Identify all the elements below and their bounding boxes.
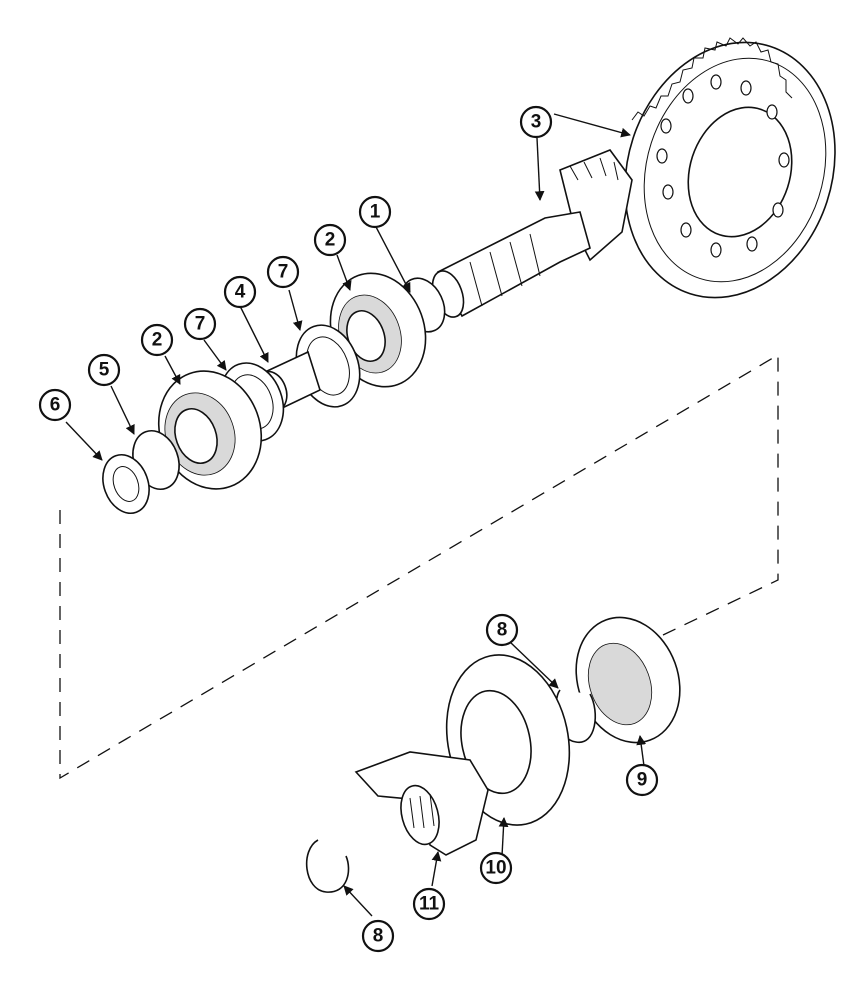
svg-text:9: 9 [637,770,648,791]
leader-lines [65,113,647,917]
callout-11: 11 [412,887,446,921]
callout-10: 10 [479,851,513,885]
callout-4: 4 [223,275,257,309]
callout-2-front-bearing: 2 [140,323,174,357]
snap-ring-lower [305,839,350,893]
svg-text:2: 2 [325,230,336,251]
callout-1: 1 [358,195,392,229]
callout-6: 6 [38,388,72,422]
assembly-guide-dashed [59,353,779,780]
svg-text:7: 7 [195,314,206,335]
oil-seal [575,616,681,744]
svg-text:6: 6 [50,395,61,416]
svg-text:8: 8 [373,926,384,947]
svg-text:8: 8 [497,620,508,641]
callout-9: 9 [625,763,659,797]
svg-text:5: 5 [99,360,110,381]
callout-5: 5 [87,353,121,387]
svg-text:11: 11 [419,894,440,915]
callout-2-rear-bearing: 2 [313,223,347,257]
svg-text:10: 10 [485,858,506,879]
callout-8-upper: 8 [485,613,519,647]
callout-7-upper: 7 [266,255,300,289]
callout-8-lower: 8 [361,919,395,953]
flange-yoke [354,751,489,856]
svg-text:1: 1 [370,202,381,223]
svg-text:7: 7 [278,262,289,283]
pinion-shaft [431,211,591,318]
callout-7-lower: 7 [183,307,217,341]
front-bearing [157,370,263,490]
svg-text:3: 3 [531,112,542,133]
ring-gear-and-pinion [559,37,836,299]
pinion-nut [102,454,150,514]
callout-3: 3 [519,105,553,139]
svg-text:2: 2 [152,330,163,351]
svg-text:4: 4 [235,282,246,303]
